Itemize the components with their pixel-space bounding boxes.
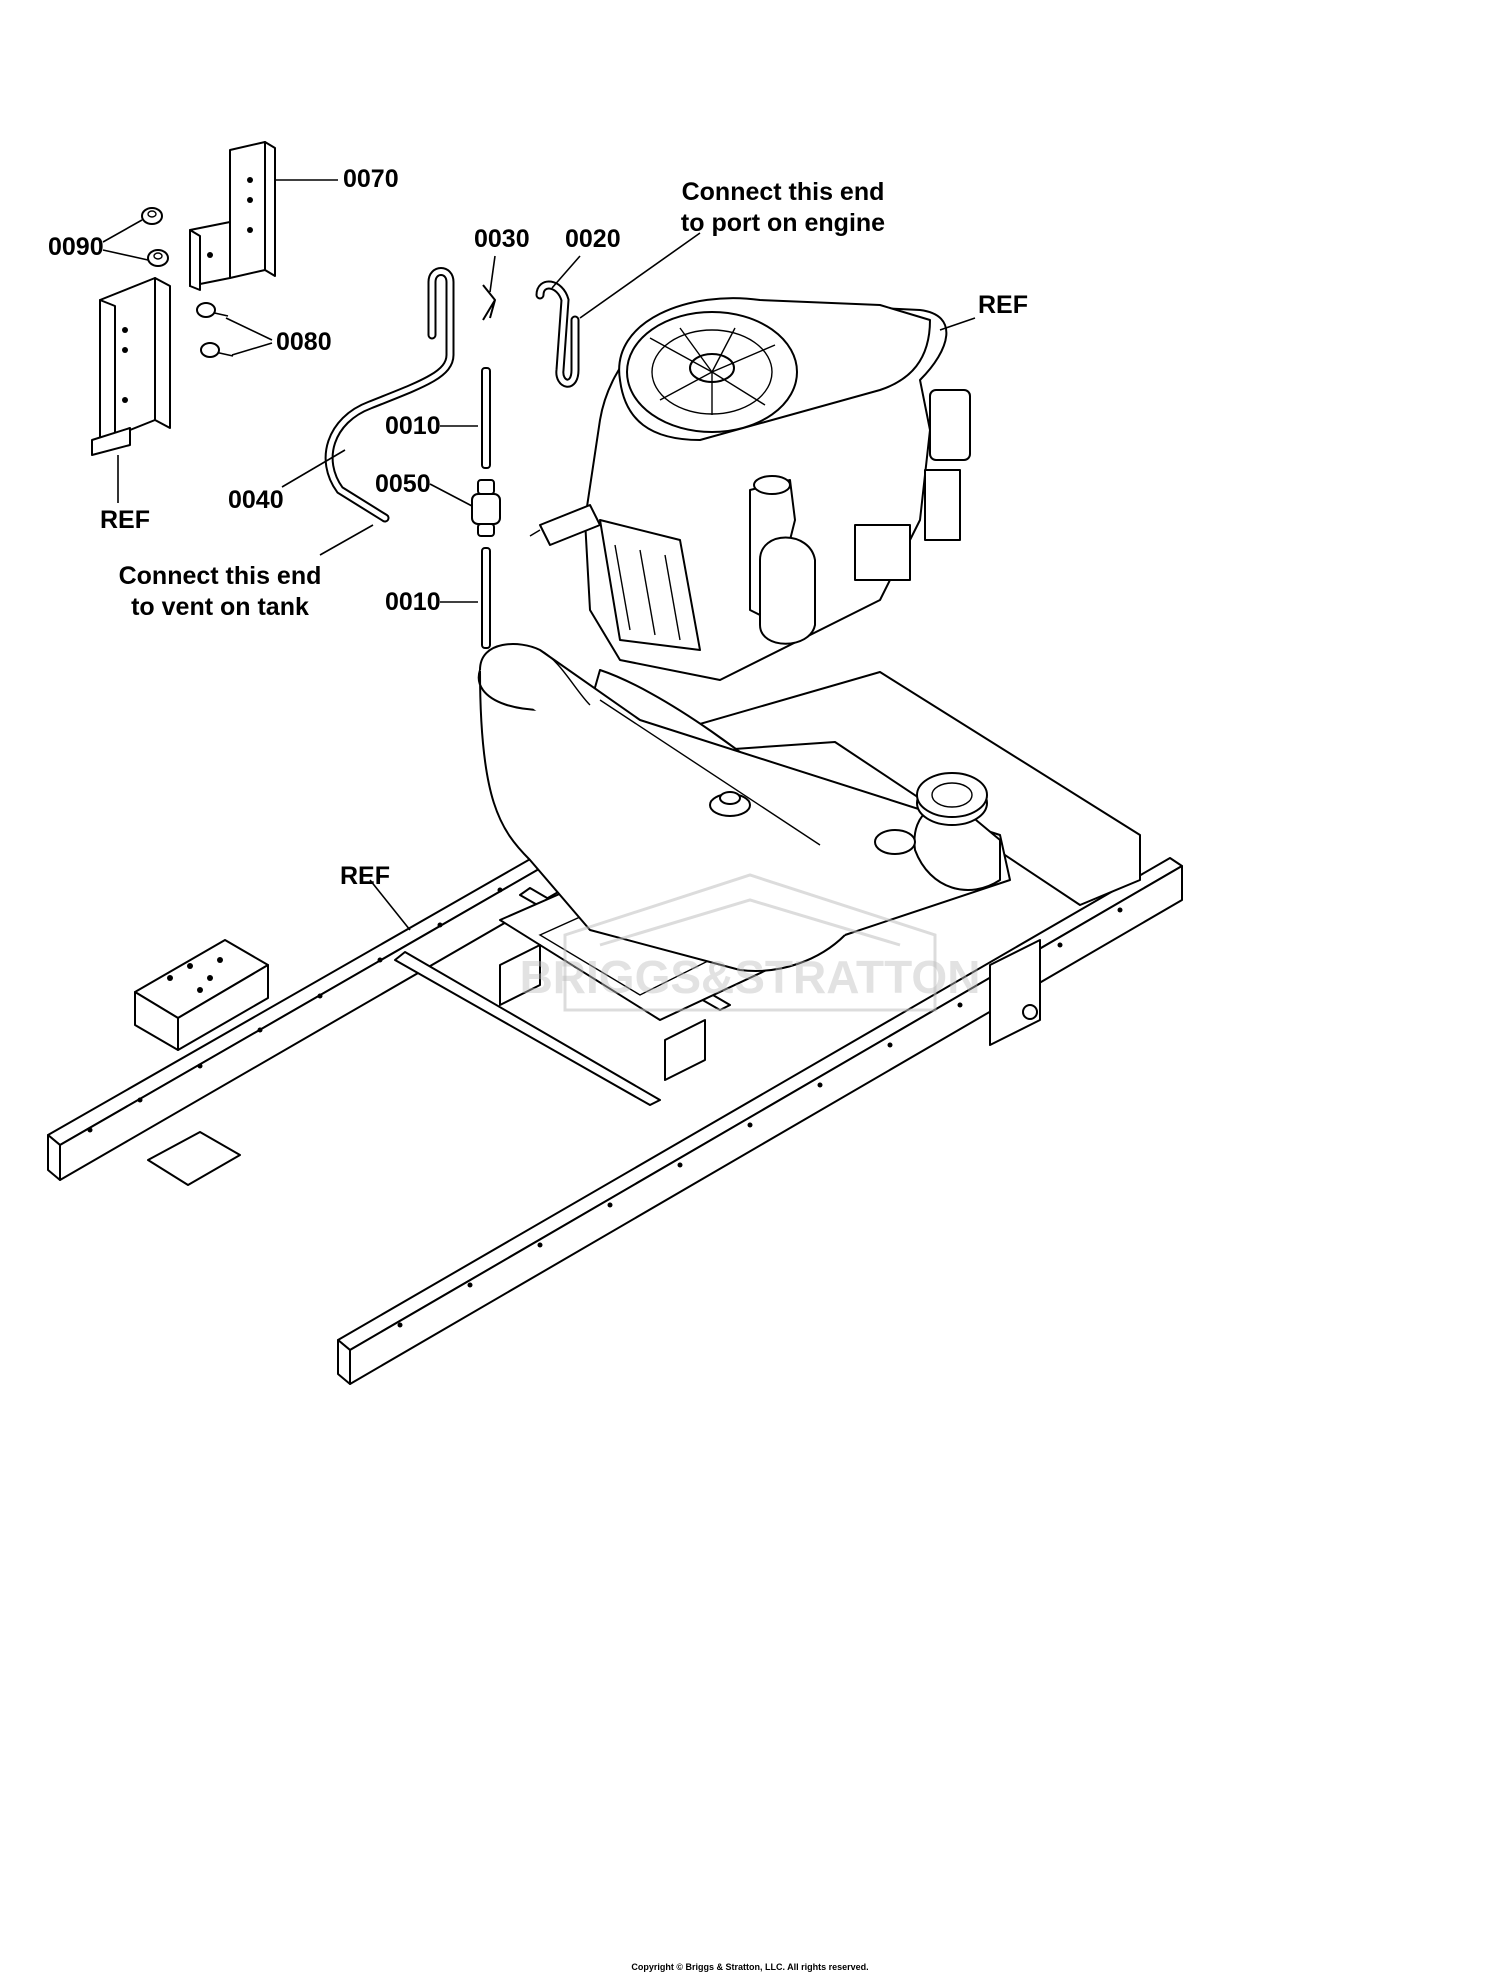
- hose-0010-lower: [481, 547, 491, 649]
- engine-screen-lines: [649, 327, 776, 415]
- vent-hose-0040: [324, 267, 455, 523]
- svg-text:BRIGGS&STRATTON: BRIGGS&STRATTON: [520, 951, 981, 1003]
- nuts-0090: [141, 207, 169, 267]
- leader-lines: [102, 179, 976, 931]
- filter-0050: [471, 479, 501, 537]
- label-ref-bracket: REF: [100, 506, 150, 534]
- bracket-ref-left: [91, 277, 171, 456]
- bracket-0070: [189, 141, 276, 291]
- clamp-0030: [482, 284, 496, 321]
- vent-hose-0020: [535, 280, 580, 388]
- label-0050: 0050: [375, 470, 431, 498]
- note-engine-line1: Connect this end: [682, 178, 885, 206]
- callout-labels: 0070 0090 0080 0030 0020 0010 0050 0040 …: [48, 165, 1028, 890]
- engine: [529, 297, 971, 681]
- label-0010-upper: 0010: [385, 412, 441, 440]
- label-0040: 0040: [228, 486, 284, 514]
- label-ref-frame: REF: [340, 862, 390, 890]
- label-0010-lower: 0010: [385, 588, 441, 616]
- label-ref-engine: REF: [978, 291, 1028, 319]
- hose-0010-upper: [481, 367, 491, 469]
- label-0070: 0070: [343, 165, 399, 193]
- label-0030: 0030: [474, 225, 530, 253]
- label-0020: 0020: [565, 225, 621, 253]
- bolts-0080: [196, 302, 234, 358]
- note-tank-line1: Connect this end: [119, 562, 322, 590]
- frame-holes: [87, 887, 1123, 1328]
- fuel-tank: [477, 643, 1011, 972]
- label-0080: 0080: [276, 328, 332, 356]
- label-0090: 0090: [48, 233, 104, 261]
- watermark: BRIGGS&STRATTON: [520, 873, 981, 1012]
- copyright-notice: Copyright © Briggs & Stratton, LLC. All …: [631, 1962, 869, 1972]
- note-engine-line2: to port on engine: [681, 209, 885, 237]
- note-tank-line2: to vent on tank: [131, 593, 309, 621]
